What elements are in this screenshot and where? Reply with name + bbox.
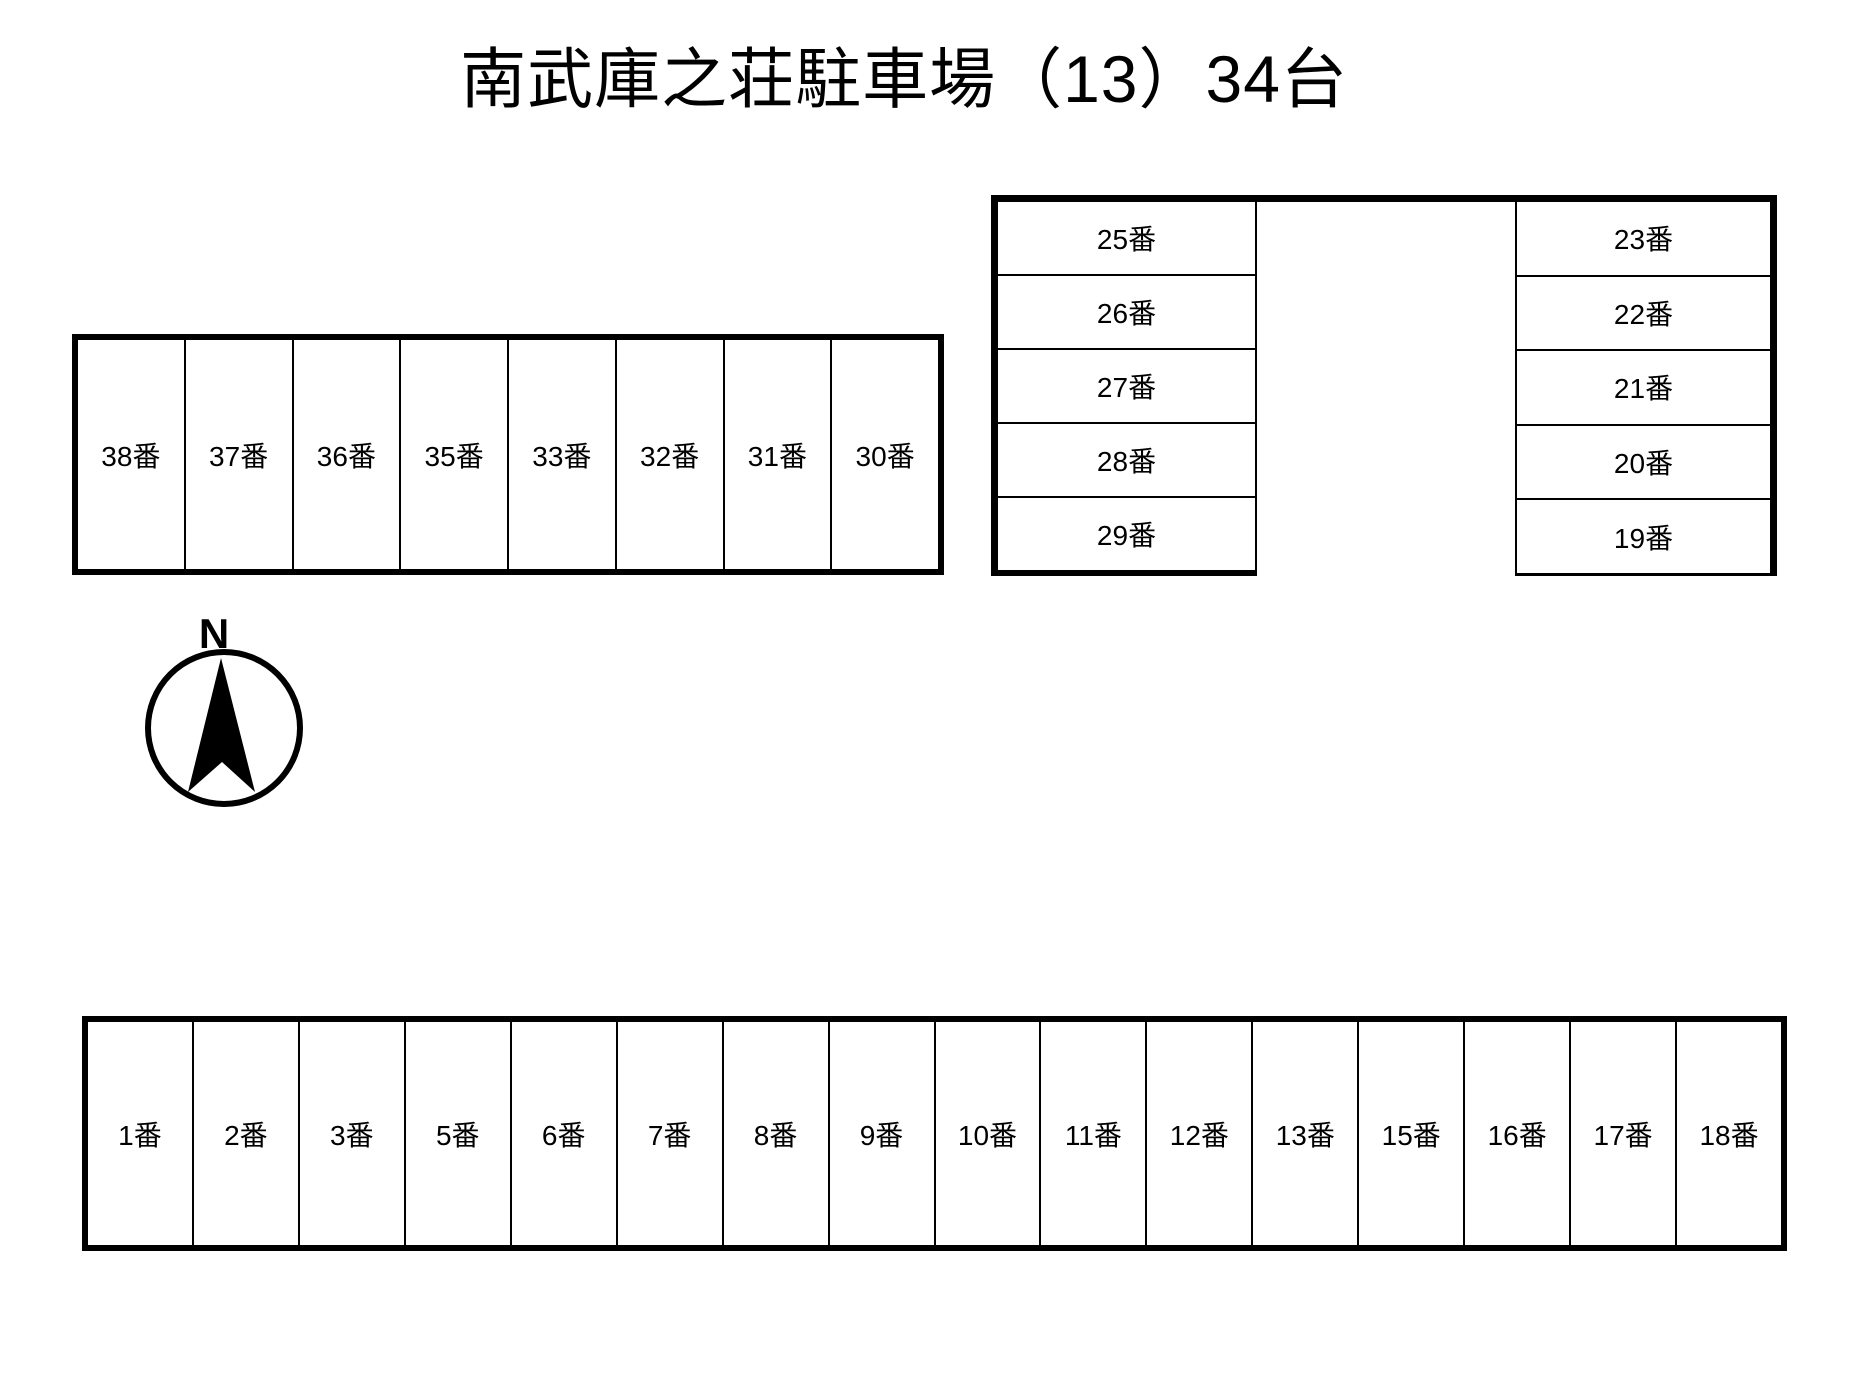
west-parking-row: 38番 37番 36番 35番 33番 32番 31番 30番 [72, 334, 944, 575]
parking-space-label: 22番 [1613, 298, 1674, 330]
parking-space-label: 7番 [647, 1119, 692, 1151]
compass-circle [145, 649, 303, 807]
parking-space: 10番 [933, 1022, 1040, 1245]
parking-space-label: 28番 [1096, 446, 1157, 477]
parking-space-label: 29番 [1096, 520, 1157, 551]
parking-space-label: 33番 [532, 440, 592, 472]
parking-space: 11番 [1039, 1022, 1145, 1245]
parking-space-label: 9番 [859, 1119, 904, 1151]
parking-space-label: 3番 [330, 1119, 374, 1151]
parking-space-label: 19番 [1613, 522, 1674, 554]
north-block-right-column: 23番 22番 21番 20番 19番 [1515, 202, 1777, 576]
parking-space: 28番 [998, 422, 1255, 496]
parking-space-label: 12番 [1169, 1119, 1229, 1151]
parking-space: 19番 [1517, 498, 1770, 573]
parking-space: 18番 [1675, 1022, 1781, 1245]
parking-space: 25番 [998, 202, 1255, 274]
parking-space-label: 6番 [541, 1119, 586, 1151]
parking-space: 12番 [1145, 1022, 1251, 1245]
parking-space: 31番 [722, 340, 831, 569]
compass: N [145, 610, 303, 807]
parking-space-label: 38番 [101, 440, 161, 472]
parking-space-label: 36番 [316, 440, 376, 472]
parking-space-label: 37番 [209, 440, 269, 472]
north-block-top-wall [991, 195, 1777, 202]
parking-space: 3番 [297, 1022, 404, 1245]
parking-space-label: 27番 [1096, 372, 1157, 403]
parking-space-label: 5番 [435, 1119, 480, 1151]
parking-space: 17番 [1569, 1022, 1675, 1245]
parking-space: 13番 [1251, 1022, 1357, 1245]
parking-space: 20番 [1517, 423, 1770, 499]
parking-space-label: 35番 [424, 440, 484, 472]
parking-space-label: 17番 [1593, 1119, 1653, 1151]
north-block-left-column: 25番 26番 27番 28番 29番 [991, 202, 1257, 576]
parking-space: 35番 [399, 340, 507, 569]
parking-space-label: 2番 [224, 1119, 268, 1151]
parking-space: 38番 [78, 340, 184, 569]
parking-space: 7番 [615, 1022, 722, 1245]
parking-space: 36番 [291, 340, 400, 569]
parking-space-label: 16番 [1487, 1119, 1547, 1151]
south-parking-row: 1番 2番 3番 5番 6番 7番 8番 9番 10番 11番 12番 13番 15番 16番 17番 18番 [82, 1016, 1787, 1251]
parking-space: 5番 [403, 1022, 510, 1245]
parking-space-label: 11番 [1064, 1119, 1122, 1151]
parking-space-label: 18番 [1699, 1119, 1759, 1151]
parking-space: 6番 [509, 1022, 616, 1245]
parking-space: 16番 [1463, 1022, 1569, 1245]
parking-space: 37番 [183, 340, 292, 569]
parking-space: 23番 [1517, 202, 1770, 275]
parking-space-label: 8番 [753, 1119, 798, 1151]
parking-space-label: 10番 [957, 1119, 1018, 1151]
parking-space-label: 31番 [747, 440, 807, 472]
parking-space-label: 23番 [1613, 224, 1674, 256]
parking-space-label: 32番 [640, 440, 700, 472]
parking-space: 30番 [830, 340, 938, 569]
parking-space: 8番 [721, 1022, 828, 1245]
parking-space: 26番 [998, 274, 1255, 348]
parking-space: 21番 [1517, 349, 1770, 424]
parking-space: 1番 [88, 1022, 192, 1245]
parking-space: 15番 [1357, 1022, 1463, 1245]
parking-space-label: 26番 [1096, 298, 1157, 329]
parking-space: 22番 [1517, 274, 1770, 350]
parking-space: 9番 [827, 1022, 934, 1245]
parking-space: 2番 [191, 1022, 298, 1245]
parking-space: 29番 [998, 496, 1255, 570]
parking-space-label: 20番 [1613, 448, 1674, 480]
parking-space: 33番 [507, 340, 615, 569]
parking-space-label: 21番 [1613, 373, 1674, 405]
parking-space-label: 13番 [1275, 1119, 1335, 1151]
north-parking-block: 25番 26番 27番 28番 29番 23番 22番 21番 20番 19番 [991, 195, 1777, 576]
parking-space-label: 30番 [855, 440, 915, 472]
compass-north-arrow-icon [188, 658, 255, 792]
parking-space-label: 1番 [118, 1119, 162, 1151]
parking-space-label: 25番 [1096, 224, 1157, 255]
page-title: 南武庫之荘駐車場（13）34台 [460, 42, 1348, 116]
parking-space: 27番 [998, 348, 1255, 422]
parking-space-label: 15番 [1381, 1119, 1441, 1151]
parking-space: 32番 [614, 340, 723, 569]
